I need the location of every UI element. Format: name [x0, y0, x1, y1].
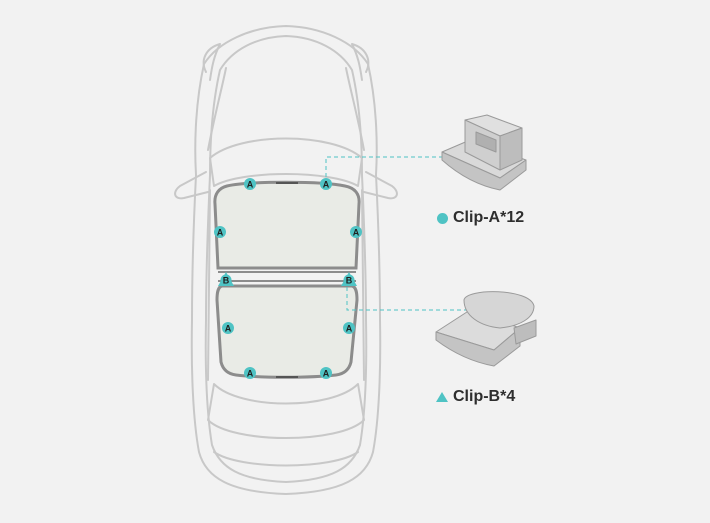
clip-a-marker-letter: A: [323, 369, 330, 379]
clip-a-marker-letter: A: [217, 228, 224, 238]
headlight-left: [202, 43, 221, 81]
mirror-left: [174, 171, 209, 200]
clip-a-part-image: [441, 114, 527, 191]
clip-a-marker-letter: A: [353, 228, 360, 238]
clip-b-dome: [463, 291, 535, 329]
clip-a-marker-letter: A: [247, 369, 254, 379]
clip-a-marker-letter: A: [247, 180, 254, 190]
clip-a-marker-letter: A: [225, 324, 232, 334]
leader-line-clip-a: [325, 156, 497, 184]
clip-markers: A A A A A A A A B B: [214, 178, 362, 379]
circle-icon: [244, 178, 256, 190]
clip-a-marker-letter: A: [346, 324, 353, 334]
legend-clip-b: Clip-B*4: [436, 388, 515, 406]
clip-b-marker-body: [343, 274, 355, 286]
hood-left-line: [207, 67, 227, 151]
legend-clip-a-label: Clip-A*12: [453, 209, 525, 226]
clip-a-marker: A: [244, 178, 256, 190]
hood-right-line: [345, 67, 365, 151]
clip-b-part-image: [435, 291, 537, 367]
clip-a-marker: A: [320, 367, 332, 379]
rear-window-outline: [207, 383, 365, 439]
clip-a-marker: A: [244, 367, 256, 379]
circle-icon: [222, 322, 234, 334]
sunroof-assembly: [213, 180, 361, 379]
legend-clip-a: Clip-A*12: [437, 209, 524, 227]
clip-b-marker-letter: B: [346, 276, 353, 286]
clip-a-marker: A: [214, 226, 226, 238]
clip-a-marker: A: [350, 226, 362, 238]
clip-a-block-side: [499, 127, 523, 171]
circle-icon: [437, 212, 448, 224]
circle-icon: [320, 178, 332, 190]
headlight-right: [351, 43, 370, 81]
clip-b-marker: B: [218, 272, 234, 286]
car-outer-body: [190, 25, 382, 495]
triangle-icon: [436, 392, 448, 402]
circle-icon: [244, 367, 256, 379]
leader-line-clip-b: [346, 280, 493, 311]
legend-clip-b-label: Clip-B*4: [453, 388, 516, 405]
circle-icon: [214, 226, 226, 238]
mirror-right: [363, 171, 398, 200]
circle-icon: [320, 367, 332, 379]
clip-a-marker: A: [320, 178, 332, 190]
clip-a-marker-letter: A: [323, 180, 330, 190]
clip-a-marker: A: [222, 322, 234, 334]
leader-lines: [325, 156, 497, 311]
rear-glass-panel: [215, 284, 359, 379]
clip-b-marker: B: [341, 272, 357, 286]
clip-b-marker-body: [220, 274, 232, 286]
cabin-left-line: [207, 189, 211, 381]
clip-a-base-side: [441, 151, 527, 191]
clip-a-slot: [475, 131, 497, 153]
circle-icon: [343, 322, 355, 334]
clip-a-marker: A: [343, 322, 355, 334]
cabin-right-line: [361, 189, 365, 381]
trunk-line: [213, 451, 359, 467]
front-glass-panel: [213, 180, 361, 270]
circle-icon: [350, 226, 362, 238]
clip-b-tab: [513, 319, 537, 345]
clip-b-marker-letter: B: [223, 276, 230, 286]
windshield-outline: [209, 137, 363, 187]
car-body-outline: [174, 25, 398, 495]
